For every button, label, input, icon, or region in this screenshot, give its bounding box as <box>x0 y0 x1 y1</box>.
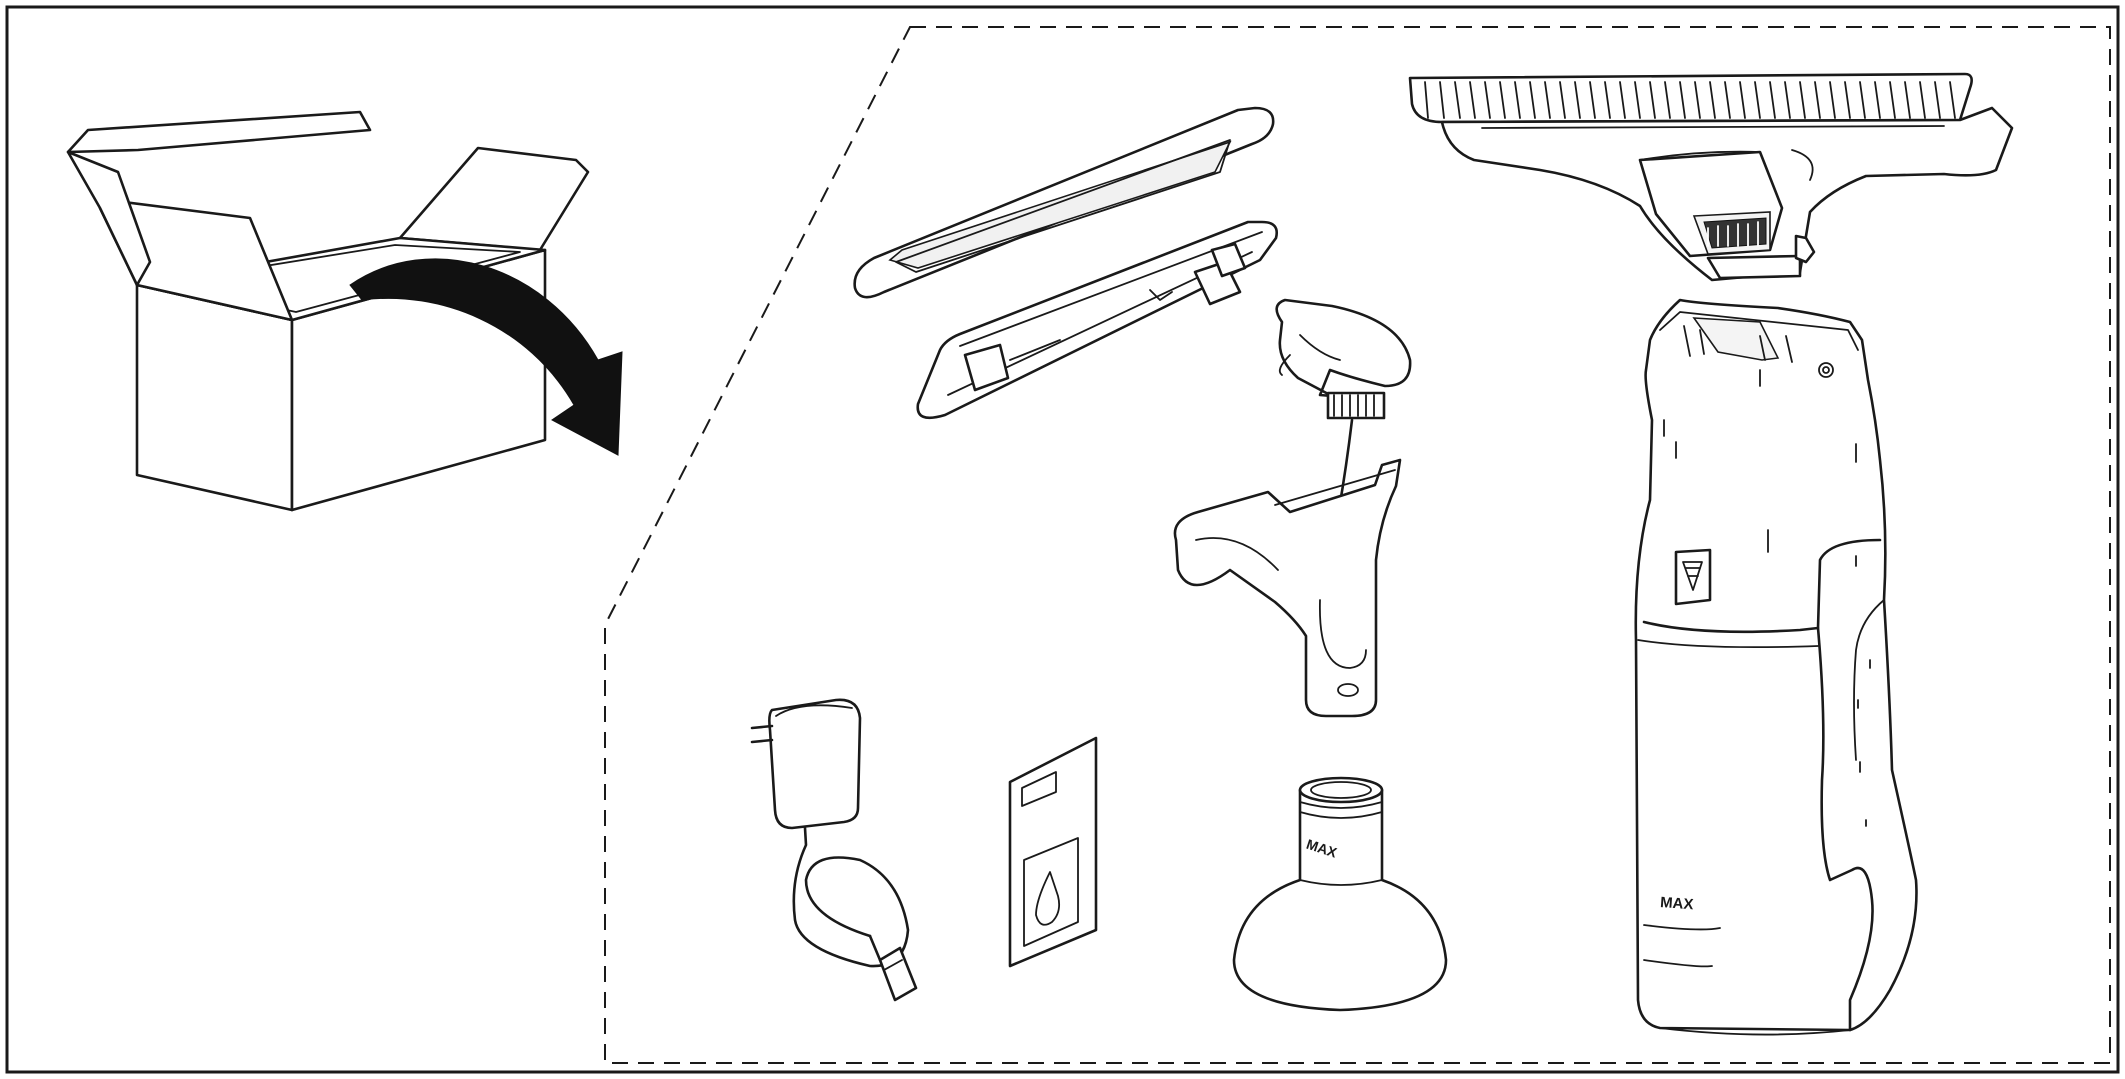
wiper-holder-icon <box>916 220 1278 419</box>
manual-leaflet-icon <box>1008 736 1098 968</box>
unpack-arrow-icon <box>349 258 623 456</box>
charger-icon <box>750 698 918 1002</box>
device-mark-text: MAX <box>1660 894 1694 913</box>
contents-dashed-region <box>604 26 2111 1064</box>
spray-handle-icon <box>1173 458 1402 718</box>
spray-bottle-icon: MAX <box>1232 776 1448 1012</box>
vacuum-body-icon: MAX <box>1634 298 1918 1036</box>
outer-frame <box>5 5 2120 1074</box>
microfiber-pad-icon <box>853 106 1275 299</box>
open-box-icon <box>66 110 623 512</box>
squeegee-nozzle-icon <box>1408 72 2014 282</box>
